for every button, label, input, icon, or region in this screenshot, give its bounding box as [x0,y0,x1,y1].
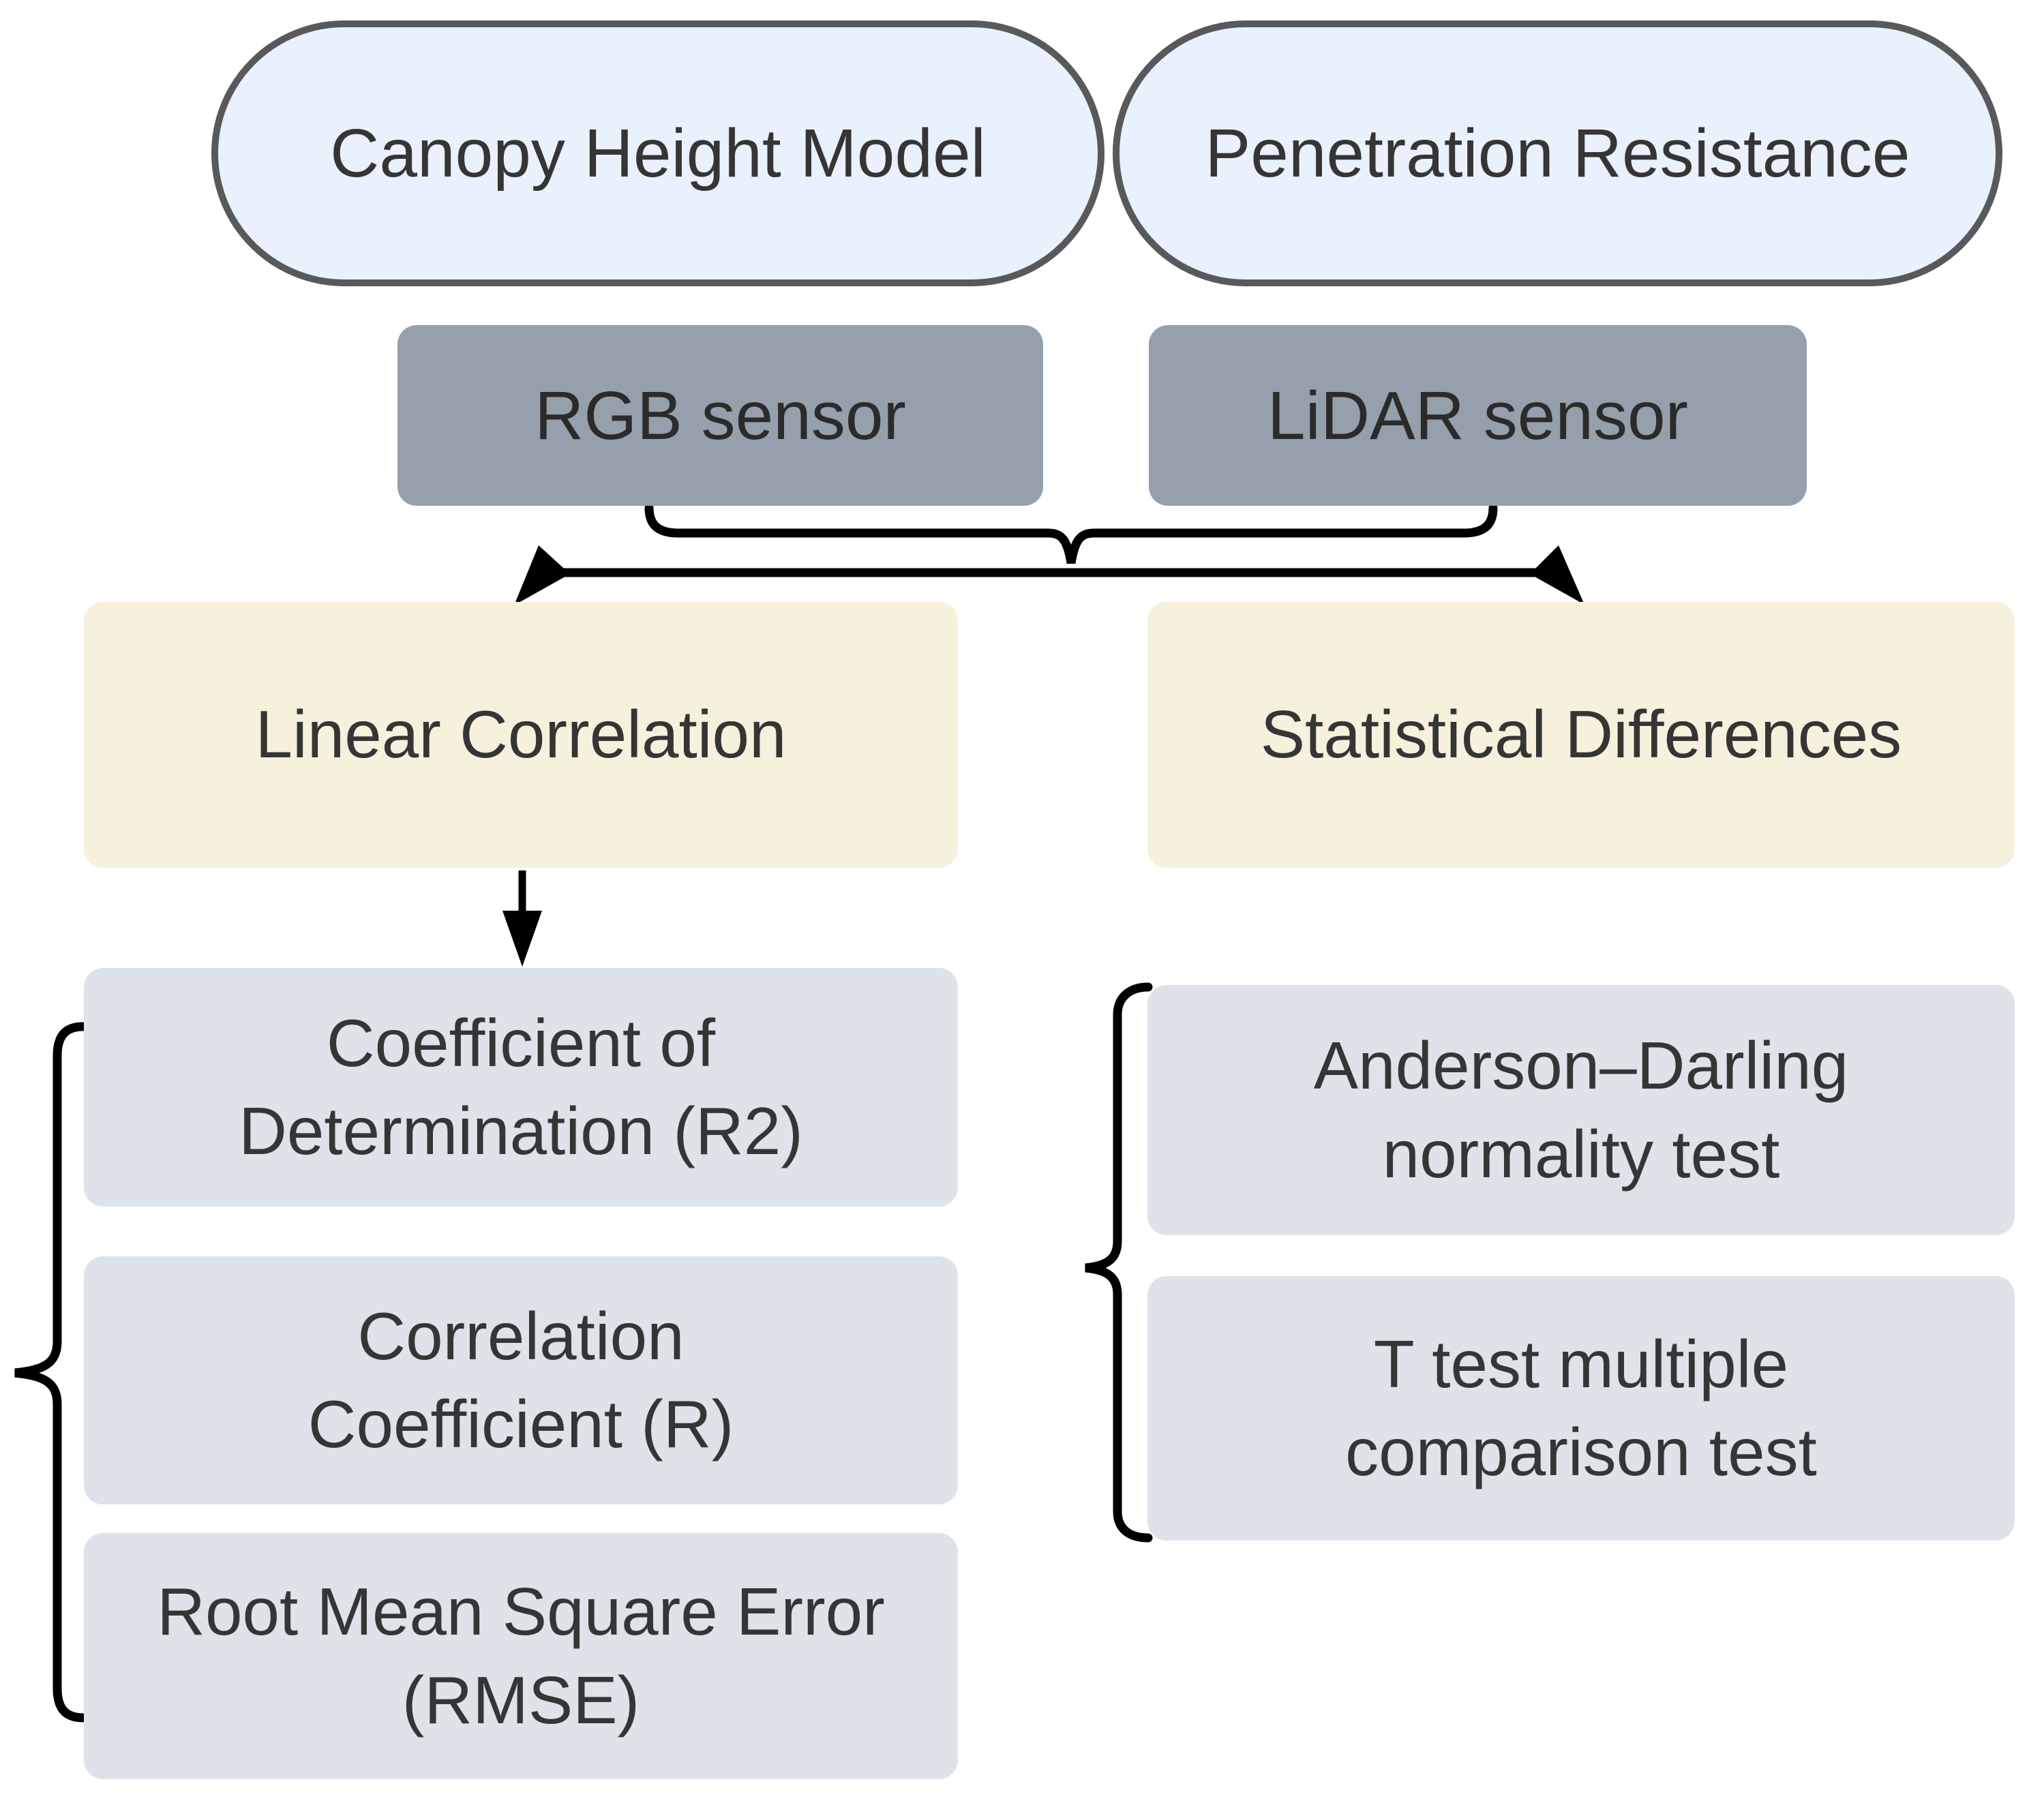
label-line: Correlation [357,1298,685,1374]
sensors-brace [644,503,1498,564]
node-penetration-resistance-label: Penetration Resistance [1205,115,1910,192]
node-t-test-multiple-comparison: T test multiple comparison test [1147,1276,2015,1541]
node-rgb-sensor: RGB sensor [397,325,1043,506]
label-line: Coefficient (R) [307,1387,734,1461]
down-arrowhead-icon [502,911,542,967]
node-statistical-differences: Statistical Differences [1147,602,2015,868]
node-lidar-sensor: LiDAR sensor [1149,325,1807,506]
node-coefficient-of-determination: Coefficient of Determination (R2) [84,968,958,1207]
label-line: Root Mean Square Error [157,1574,885,1650]
node-anderson-darling-test-label: Anderson–Darling normality test [1314,1022,1848,1198]
label-line: Anderson–Darling [1313,1028,1849,1104]
metrics-brace [14,1022,88,1723]
node-t-test-multiple-comparison-label: T test multiple comparison test [1345,1320,1817,1497]
split-arrowhead-left-icon [514,545,570,605]
label-line: Determination (R2) [239,1093,803,1168]
node-penetration-resistance: Penetration Resistance [1113,20,2002,286]
label-line: (RMSE) [402,1662,640,1738]
node-canopy-height-model-label: Canopy Height Model [330,115,986,192]
node-root-mean-square-error: Root Mean Square Error (RMSE) [84,1533,958,1779]
node-statistical-differences-label: Statistical Differences [1260,697,1902,772]
node-correlation-coefficient: Correlation Coefficient (R) [84,1256,958,1504]
node-linear-correlation: Linear Correlation [84,602,958,868]
node-lidar-sensor-label: LiDAR sensor [1267,377,1688,454]
node-linear-correlation-label: Linear Correlation [255,697,787,772]
node-root-mean-square-error-label: Root Mean Square Error (RMSE) [157,1568,885,1744]
node-coefficient-of-determination-label: Coefficient of Determination (R2) [239,999,803,1176]
label-line: comparison test [1345,1414,1817,1489]
split-arrowhead-right-icon [1530,545,1584,605]
label-line: normality test [1382,1116,1780,1192]
label-line: T test multiple [1373,1326,1789,1402]
node-anderson-darling-test: Anderson–Darling normality test [1147,985,2015,1235]
node-rgb-sensor-label: RGB sensor [535,377,906,454]
label-line: Coefficient of [326,1005,716,1080]
node-correlation-coefficient-label: Correlation Coefficient (R) [308,1292,734,1469]
node-canopy-height-model: Canopy Height Model [211,20,1104,286]
tests-brace [1085,982,1153,1543]
